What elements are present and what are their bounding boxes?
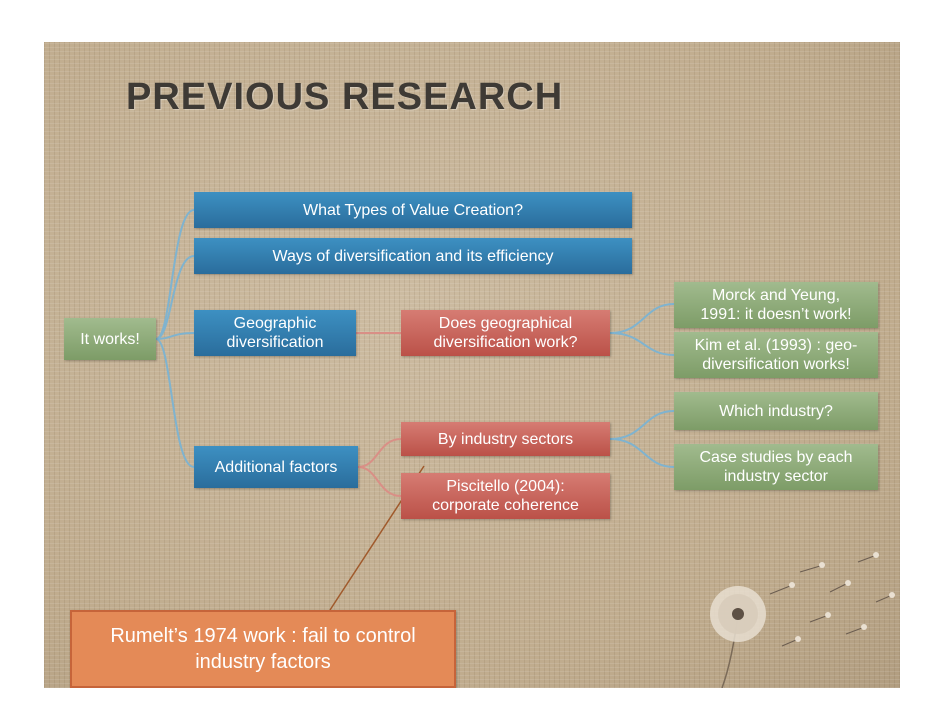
node-morck-line2: 1991: it doesn’t work! bbox=[700, 306, 852, 323]
node-morck-yeung: Morck and Yeung, 1991: it doesn’t work! bbox=[674, 282, 878, 328]
node-case-line1: Case studies by each bbox=[699, 449, 853, 466]
node-additional-factors: Additional factors bbox=[194, 446, 358, 488]
connector-sectors-case bbox=[609, 438, 675, 468]
slide: PREVIOUS RESEARCH It works! What Types o… bbox=[44, 42, 900, 688]
node-it-works-label: It works! bbox=[80, 330, 140, 348]
node-geographic-diversification: Geographic diversification bbox=[194, 310, 356, 356]
connector-root-ways bbox=[155, 255, 195, 340]
callout-rumelt: Rumelt’s 1974 work : fail to control ind… bbox=[70, 610, 456, 688]
connector-additional-sectors bbox=[357, 438, 402, 468]
node-geographic-line1: Geographic bbox=[233, 315, 317, 332]
node-piscitello-line2: corporate coherence bbox=[432, 497, 579, 514]
connector-question-kim bbox=[609, 332, 675, 356]
connector-root-additional bbox=[155, 338, 195, 468]
node-additional-label: Additional factors bbox=[214, 458, 338, 476]
node-morck-line1: Morck and Yeung, bbox=[711, 287, 841, 304]
connector-sectors-which bbox=[609, 410, 675, 440]
node-by-industry-sectors: By industry sectors bbox=[401, 422, 610, 456]
connector-root-value bbox=[155, 209, 195, 340]
node-geo-question: Does geographical diversification work? bbox=[401, 310, 610, 356]
connector-additional-piscitello bbox=[357, 466, 402, 497]
node-by-sectors-label: By industry sectors bbox=[437, 430, 574, 448]
callout-rumelt-line1: Rumelt’s 1974 work : fail to control bbox=[110, 625, 416, 647]
node-geographic-line2: diversification bbox=[226, 334, 324, 351]
node-which-industry-label: Which industry? bbox=[719, 402, 833, 420]
node-kim-et-al: Kim et al. (1993) : geo- diversification… bbox=[674, 332, 878, 378]
node-geo-question-line1: Does geographical bbox=[438, 315, 573, 332]
node-kim-line1: Kim et al. (1993) : geo- bbox=[694, 337, 858, 354]
callout-rumelt-line2: industry factors bbox=[195, 651, 331, 673]
node-ways-diversification: Ways of diversification and its efficien… bbox=[194, 238, 632, 274]
node-value-creation: What Types of Value Creation? bbox=[194, 192, 632, 228]
node-piscitello: Piscitello (2004): corporate coherence bbox=[401, 473, 610, 519]
node-ways-diversification-label: Ways of diversification and its efficien… bbox=[272, 247, 554, 265]
node-kim-line2: diversification works! bbox=[702, 356, 850, 373]
node-case-line2: industry sector bbox=[723, 468, 829, 485]
connector-question-morck bbox=[609, 303, 675, 334]
dandelion-illustration bbox=[710, 552, 895, 688]
node-piscitello-line1: Piscitello (2004): bbox=[446, 478, 565, 495]
slide-title: PREVIOUS RESEARCH bbox=[126, 76, 564, 118]
node-geo-question-line2: diversification work? bbox=[433, 334, 578, 351]
node-which-industry: Which industry? bbox=[674, 392, 878, 430]
node-it-works: It works! bbox=[64, 318, 156, 360]
connector-root-geo bbox=[155, 332, 195, 340]
node-case-studies: Case studies by each industry sector bbox=[674, 444, 878, 490]
node-value-creation-label: What Types of Value Creation? bbox=[303, 201, 523, 219]
